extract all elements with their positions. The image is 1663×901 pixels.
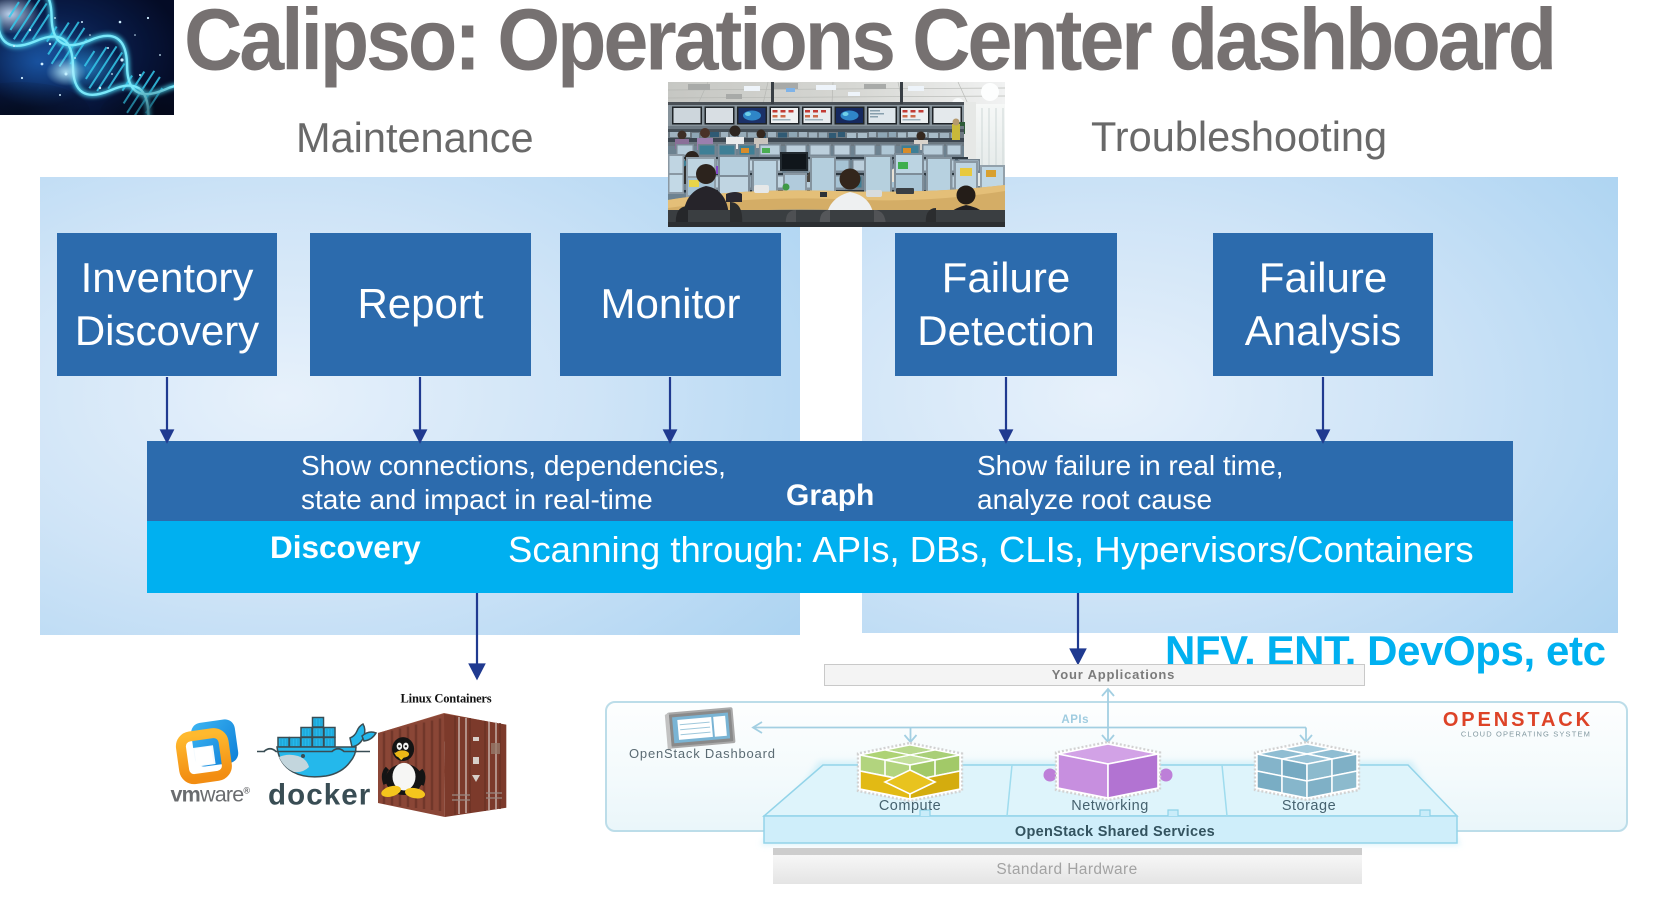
svg-text:Networking: Networking xyxy=(1071,798,1149,814)
svg-text:CLOUD OPERATING SYSTEM: CLOUD OPERATING SYSTEM xyxy=(1461,730,1591,739)
svg-text:OPENSTACK: OPENSTACK xyxy=(1443,709,1593,731)
svg-text:vmware®: vmware® xyxy=(171,783,251,807)
svg-text:OpenStack Shared Services: OpenStack Shared Services xyxy=(1015,824,1215,840)
svg-text:Standard Hardware: Standard Hardware xyxy=(996,861,1137,878)
svg-text:Storage: Storage xyxy=(1282,798,1336,814)
svg-text:docker: docker xyxy=(268,779,371,812)
svg-text:Compute: Compute xyxy=(879,798,941,814)
svg-text:Linux Containers: Linux Containers xyxy=(401,692,492,706)
svg-text:OpenStack Dashboard: OpenStack Dashboard xyxy=(629,746,776,761)
svg-text:APIs: APIs xyxy=(1061,714,1089,726)
